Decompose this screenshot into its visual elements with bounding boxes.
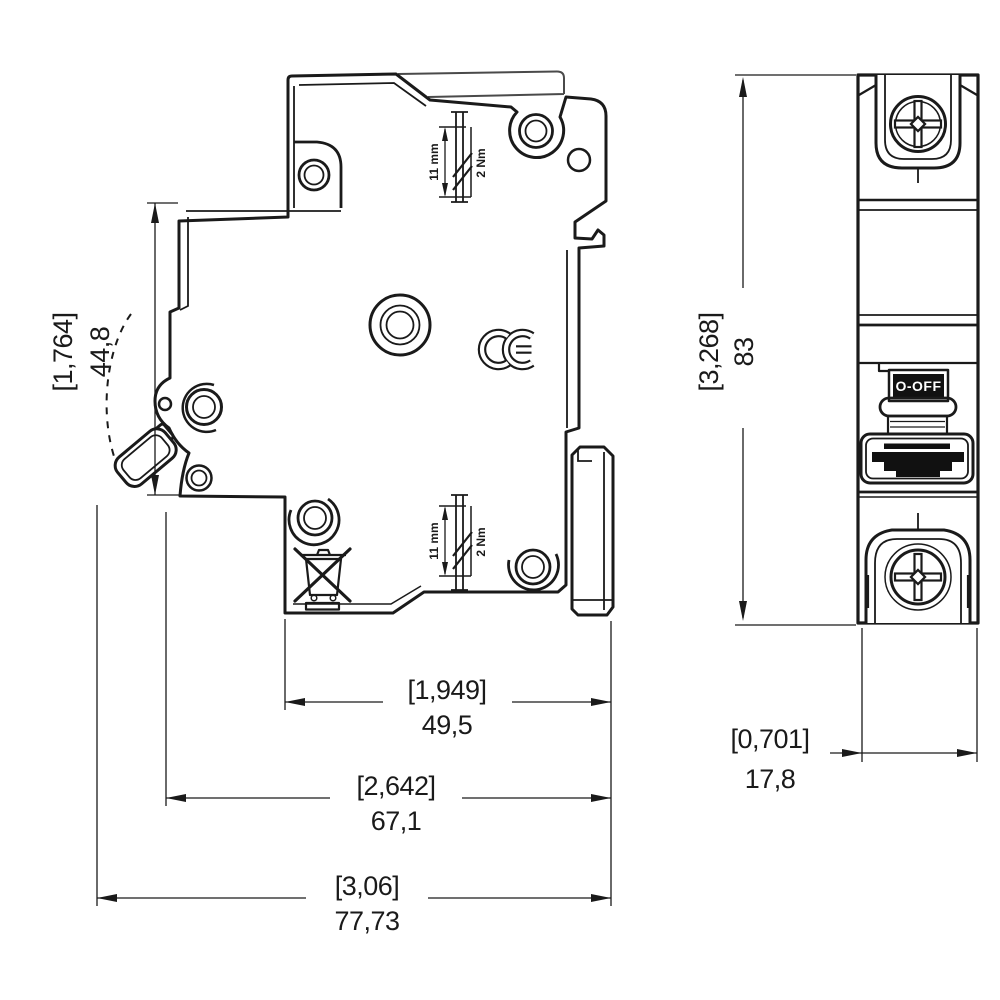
screw-hole: [514, 548, 552, 586]
terminal-symbol-top: 11 mm 2 Nm: [427, 111, 488, 203]
strip-length-label: 11 mm: [427, 522, 441, 559]
din-rail-clip: [570, 445, 615, 617]
ce-mark-icon: [477, 328, 535, 371]
small-screw-hole-inner: [190, 469, 208, 487]
small-screw-hole: [185, 464, 213, 492]
dim-bracket-value: [2,642]: [356, 771, 435, 801]
dimension-front-width: [0,701] 17,8: [730, 628, 978, 794]
toggle-travel-arc: [105, 313, 132, 481]
dim-mm-value: 77,73: [334, 906, 399, 936]
torque-label: 2 Nm: [474, 148, 488, 177]
dim-bracket-value: [0,701]: [730, 724, 809, 754]
dimension-toggle-width: [2,642] 67,1: [165, 512, 611, 836]
screw-hole-inner: [303, 164, 325, 186]
terminal-cover-tab: [397, 70, 565, 98]
toggle-pivot-hole-inner: [192, 395, 216, 419]
screw-hole: [518, 113, 554, 149]
toggle-handle-inner: [865, 437, 969, 480]
top-corner-cuts: [858, 84, 978, 96]
upper-left-screw-boss: [294, 140, 343, 208]
center-pivot-inner: [385, 310, 415, 340]
screw-hole-inner: [303, 506, 327, 530]
toggle-window-frame: [887, 368, 950, 403]
dim-bracket-value: [1,949]: [407, 675, 486, 705]
dim-mm-value: 83: [729, 337, 759, 366]
screw-hole-inner: [521, 555, 545, 579]
index-dot: [157, 396, 173, 412]
dim-bracket-value: [3,06]: [335, 871, 400, 901]
side-view: 11 mm 2 Nm 11 mm 2 Nm: [105, 70, 615, 617]
dim-mm-value: 49,5: [422, 710, 473, 740]
lower-right-screw-boss: [507, 553, 560, 592]
dim-bracket-value: [3,268]: [694, 312, 724, 391]
screw-hole-inner: [524, 119, 548, 143]
strip-length-label: 11 mm: [427, 143, 441, 180]
dim-bracket-value: [1,764]: [48, 312, 78, 391]
toggle-state-label: O-OFF: [895, 378, 941, 394]
center-pivot-outer: [368, 293, 432, 357]
screw-hole: [296, 499, 334, 537]
toggle-state-window: [893, 374, 944, 397]
inner-wall-lines: [179, 82, 568, 428]
bottom-terminal-clamp: [864, 528, 972, 623]
dim-mm-value: 44,8: [85, 327, 115, 378]
toggle-handle-grip: [872, 452, 964, 477]
center-pivot-ring: [379, 304, 421, 346]
toggle-pivot-boss-arc: [181, 382, 217, 434]
torque-label: 2 Nm: [474, 527, 488, 556]
screw-hole: [297, 158, 331, 192]
terminal-symbol-bottom: 11 mm 2 Nm: [427, 494, 488, 591]
weee-crossed-bin-icon: [293, 547, 352, 611]
front-view: O-OFF: [856, 73, 980, 625]
small-hole: [566, 147, 592, 173]
toggle-pivot-hole: [185, 388, 223, 426]
dimension-front-height: [3,268] 83: [694, 74, 856, 626]
front-toggle-assembly: O-OFF: [858, 361, 978, 485]
dimension-total-width: [3,06] 77,73: [96, 505, 611, 936]
dim-mm-value: 67,1: [371, 806, 422, 836]
lower-left-screw-boss: [287, 497, 341, 547]
dim-mm-value: 17,8: [745, 764, 796, 794]
top-terminal-clamp: [874, 75, 962, 170]
dimension-body-width: [1,949] 49,5: [284, 619, 612, 906]
toggle-stem: [886, 414, 949, 437]
toggle-lever: [113, 427, 178, 488]
dimension-side-height: [1,764] 44,8: [48, 202, 180, 496]
